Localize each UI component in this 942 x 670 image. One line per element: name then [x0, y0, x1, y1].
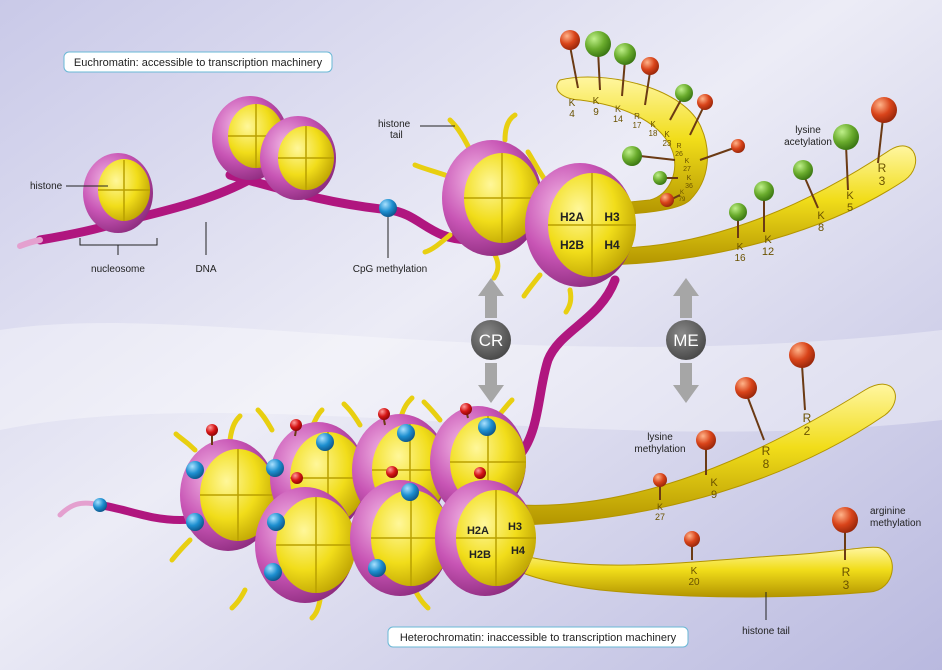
top-annotations: histone nucleosome DNA CpG methylation h…: [30, 119, 832, 275]
label-histone-tail-bottom: histone tail: [742, 626, 790, 637]
nucleosome-4: [412, 112, 542, 281]
svg-text:Heterochromatin: inaccessible: Heterochromatin: inaccessible to transcr…: [400, 632, 677, 644]
svg-text:K: K: [650, 120, 656, 129]
h4-tail-bottom: [519, 546, 893, 598]
svg-text:R: R: [634, 112, 640, 121]
svg-text:R: R: [878, 161, 887, 175]
svg-text:K: K: [680, 190, 684, 196]
label-dna: DNA: [195, 264, 216, 275]
svg-text:K: K: [664, 130, 670, 139]
svg-text:3: 3: [843, 578, 850, 592]
svg-text:26: 26: [675, 151, 683, 158]
nucleosome-main-bottom: H2A H3 H2B H4: [435, 480, 536, 596]
svg-text:K: K: [710, 477, 718, 489]
cpg-methyl-ball: [379, 199, 397, 217]
label-lysine-methylation-2: methylation: [634, 444, 685, 455]
badge-cr: CR: [479, 331, 504, 350]
label-cpg-methylation: CpG methylation: [353, 264, 427, 275]
svg-text:R: R: [842, 565, 851, 579]
svg-text:Euchromatin: accessible to tra: Euchromatin: accessible to transcription…: [74, 57, 323, 69]
svg-text:5: 5: [847, 202, 853, 214]
svg-text:23: 23: [663, 139, 672, 148]
nucleosome-main-top: H2A H3 H2B H4: [521, 149, 636, 315]
svg-text:8: 8: [763, 457, 770, 471]
svg-text:K: K: [846, 190, 854, 202]
svg-text:9: 9: [711, 489, 717, 501]
svg-text:K: K: [593, 96, 600, 107]
label-lysine-methylation-1: lysine: [647, 432, 673, 443]
h3-top-marks: [560, 30, 745, 207]
histone-h2b: H2B: [560, 238, 584, 252]
svg-text:R: R: [803, 411, 812, 425]
label-lysine-acetylation-2: acetylation: [784, 137, 832, 148]
h3-tail-top: [556, 76, 708, 216]
label-histone-tail-top-2: tail: [390, 130, 403, 141]
svg-text:27: 27: [683, 166, 691, 173]
svg-text:K: K: [657, 502, 663, 512]
label-histone: histone: [30, 181, 63, 192]
histone-h2a-bottom: H2A: [467, 525, 489, 537]
histone-h4-bottom: H4: [511, 545, 526, 557]
histone-h4: H4: [604, 238, 620, 252]
label-arginine-methylation-2: methylation: [870, 518, 921, 529]
h4-bottom-residues: K 20 R 3: [688, 565, 850, 592]
h3-top-residues: K 4 K 9 K 14 R 17 K 18 K 23 R 26 K 27 K …: [569, 96, 693, 203]
h3-bottom-marks: [653, 342, 815, 500]
svg-text:K: K: [687, 175, 692, 182]
badge-me: ME: [673, 331, 699, 350]
svg-text:2: 2: [804, 424, 811, 438]
dna-connector: [515, 275, 620, 460]
svg-text:12: 12: [762, 246, 774, 258]
svg-text:R: R: [762, 444, 771, 458]
svg-text:K: K: [817, 210, 825, 222]
svg-text:18: 18: [649, 129, 658, 138]
svg-text:36: 36: [685, 183, 693, 190]
nucleosome-3: [260, 116, 336, 200]
h3-bottom-residues: K 27 K 9 R 8 R 2: [655, 411, 812, 522]
svg-text:K: K: [691, 566, 698, 577]
h4-top-marks: [729, 97, 897, 238]
label-arginine-methylation-1: arginine: [870, 506, 906, 517]
histone-h3-bottom: H3: [508, 521, 522, 533]
histone-h2a: H2A: [560, 210, 584, 224]
label-histone-tail-top-1: histone: [378, 119, 411, 130]
histone-h3: H3: [604, 210, 620, 224]
svg-text:17: 17: [633, 121, 642, 130]
label-lysine-acetylation-1: lysine: [795, 125, 821, 136]
label-nucleosome: nucleosome: [91, 264, 145, 275]
svg-text:K: K: [764, 234, 772, 246]
histone-h2b-bottom: H2B: [469, 549, 491, 561]
svg-text:4: 4: [569, 109, 575, 120]
svg-text:R: R: [676, 143, 681, 150]
h3-tail-bottom: [519, 383, 896, 526]
svg-text:8: 8: [818, 222, 824, 234]
svg-text:K: K: [615, 104, 621, 114]
svg-text:20: 20: [688, 577, 700, 588]
svg-text:16: 16: [734, 253, 746, 264]
cr-arrow: CR: [471, 278, 511, 403]
heterochromatin-title: Heterochromatin: inaccessible to transcr…: [387, 626, 689, 648]
h4-top-residues: K 16 K 12 K 8 K 5 R 3: [734, 161, 886, 264]
h4-bottom-marks: [684, 507, 858, 560]
svg-text:3: 3: [879, 174, 886, 188]
euchromatin-title: Euchromatin: accessible to transcription…: [63, 51, 333, 73]
svg-text:9: 9: [593, 107, 599, 118]
svg-text:K: K: [685, 158, 690, 165]
svg-text:K: K: [569, 98, 576, 109]
svg-text:14: 14: [613, 114, 623, 124]
svg-text:K: K: [737, 242, 744, 253]
svg-text:27: 27: [655, 512, 665, 522]
hetero-marks: [186, 403, 496, 581]
h4-tail-top: [604, 145, 917, 266]
bottom-annotations: lysine methylation arginine methylation …: [634, 432, 921, 637]
svg-text:79: 79: [679, 197, 686, 203]
nucleosome-1: [83, 153, 153, 233]
me-arrow: ME: [666, 278, 706, 403]
